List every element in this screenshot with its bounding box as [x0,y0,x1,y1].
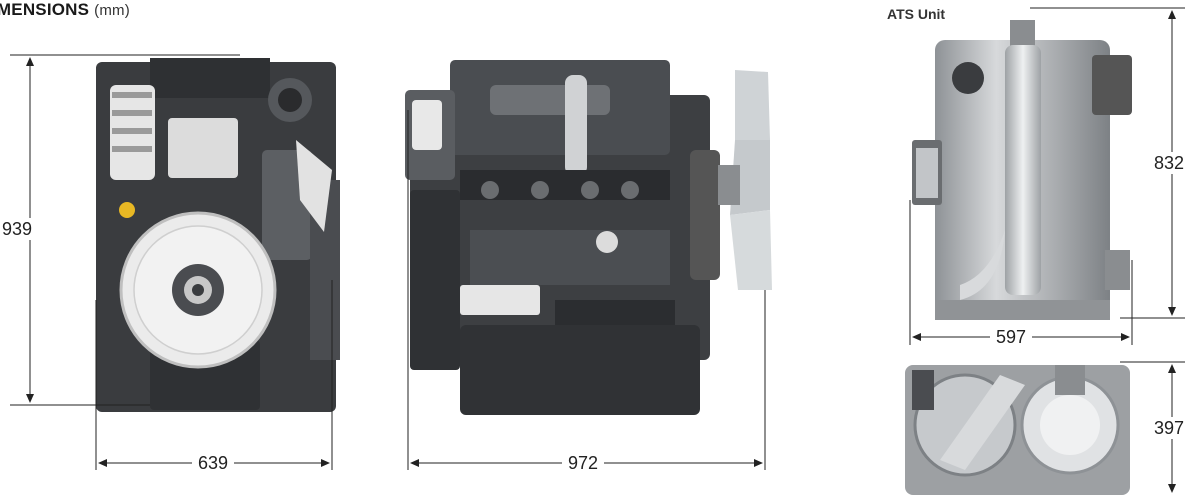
ats-height-value: 832 [1148,152,1191,174]
engine-front-view [96,58,340,412]
front-height-value: 939 [0,218,39,240]
title-text: IMENSIONS [0,0,90,19]
ats-width-value: 597 [990,326,1033,348]
side-width-value: 972 [562,452,605,474]
ats-unit-front-view [912,20,1132,320]
page-title: IMENSIONS (mm) [0,0,130,20]
engine-side-view [405,60,772,415]
ats-unit-label: ATS Unit [887,6,946,22]
ats-bottom-height-value: 397 [1148,417,1191,439]
ats-unit-top-view [905,365,1130,495]
unit-text: (mm) [94,2,130,19]
front-width-value: 639 [192,452,235,474]
